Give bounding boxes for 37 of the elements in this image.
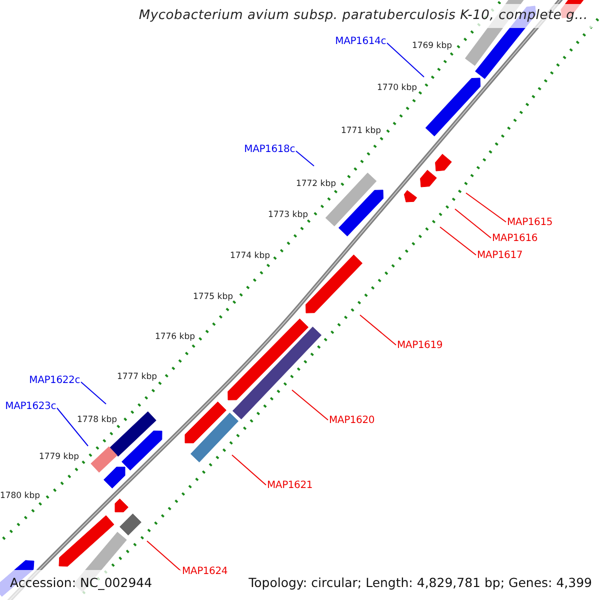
gene-label: MAP1614c (335, 37, 386, 47)
leader-line (386, 42, 424, 78)
leader-line (292, 390, 328, 420)
tick-label: 1777 kbp (116, 373, 157, 382)
tick-label: 1770 kbp (376, 84, 417, 92)
tick-label: 1774 kbp (230, 252, 270, 260)
genome-summary: Topology: circular; Length: 4,829,781 bp; Genes: 4,399 (248, 577, 592, 590)
leader-line (440, 226, 476, 256)
tick-label: 1780 kbp (0, 492, 40, 500)
tick-label: 1776 kbp (154, 333, 195, 342)
gene-label: MAP1616 (492, 234, 538, 244)
accession-label: Accession: NC_002944 (10, 577, 152, 590)
tick-label: 1769 kbp (412, 42, 452, 50)
map-title: Mycobacterium avium subsp. paratuberculosis K-10, complete g... (138, 9, 588, 22)
tick-label: 1773 kbp (268, 211, 308, 220)
leader-line (146, 540, 182, 572)
tick-label: 1775 kbp (192, 293, 233, 302)
leader-line (56, 408, 88, 446)
gene-label: MAP1615 (507, 218, 553, 228)
leader-line (466, 192, 506, 222)
tick-label: 1771 kbp (340, 127, 381, 136)
leader-line (454, 208, 492, 238)
tick-label: 1772 kbp (296, 180, 336, 188)
gene-label: MAP1624 (182, 567, 228, 577)
gene-label: MAP1618c (244, 145, 295, 155)
gene-label: MAP1623c (5, 402, 56, 412)
leader-line (296, 150, 314, 166)
gene-label: MAP1620 (329, 416, 375, 426)
leader-line (80, 382, 106, 404)
leader-line (232, 454, 266, 486)
leader-line (360, 314, 396, 346)
tick-label: 1778 kbp (76, 416, 117, 424)
gene-label: MAP1621 (267, 481, 313, 491)
gene-label: MAP1622c (29, 376, 80, 386)
gene-label: MAP1619 (397, 341, 443, 351)
gene-label: MAP1617 (477, 251, 523, 261)
tick-label: 1779 kbp (38, 453, 79, 462)
